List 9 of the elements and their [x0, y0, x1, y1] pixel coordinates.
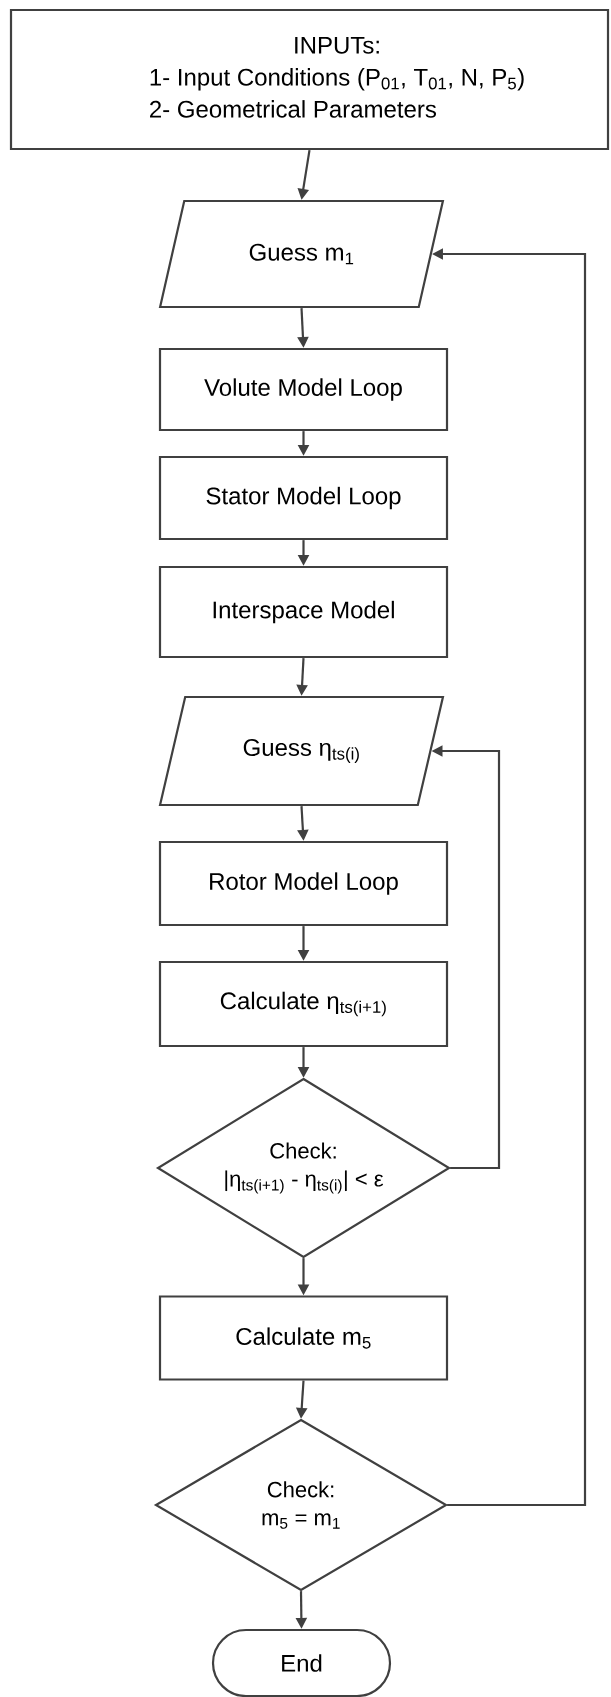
process-box: Rotor Model Loop	[158, 840, 449, 927]
process-box: Volute Model Loop	[158, 347, 449, 432]
process-box: Calculate m$_{5}$	[158, 1295, 449, 1381]
inputs-box: INPUTs: 1- Input Conditions (P$_{01}$, T$_{01}$, N, P$_{5}$) 2- Geometrical Parameters	[9, 8, 610, 151]
process-box: Stator Model Loop	[158, 455, 449, 541]
terminator: End	[211, 1628, 392, 1697]
process-box: Calculate η$_{ts(i+1)}$	[158, 960, 449, 1048]
process-box: Interspace Model	[158, 565, 449, 659]
input-parallelogram: Guess η$_{ts(i)}$	[158, 695, 445, 807]
